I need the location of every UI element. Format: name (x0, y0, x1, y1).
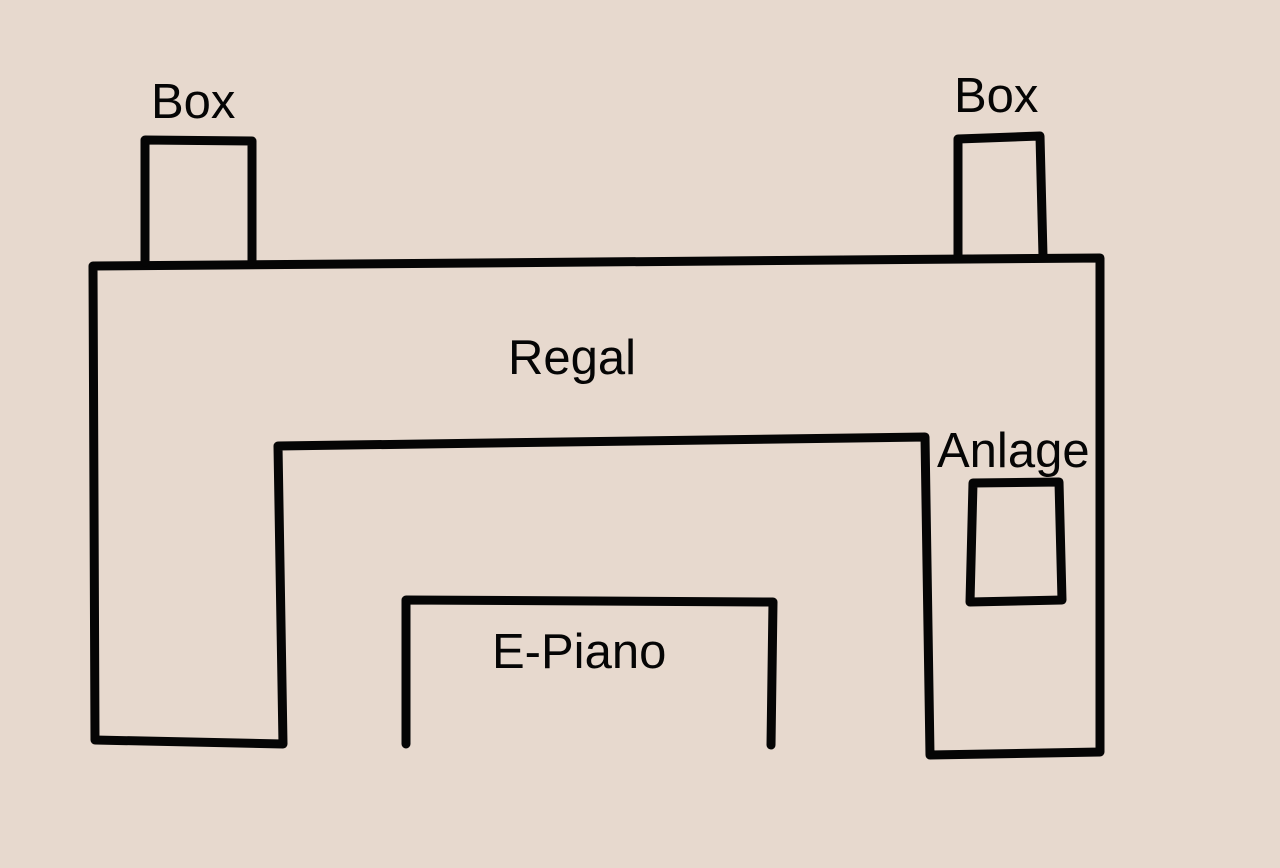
piano-label: E-Piano (492, 625, 666, 679)
shelf-label: Regal (508, 331, 636, 385)
stereo-label: Anlage (937, 424, 1090, 478)
stereo-outline (965, 477, 1067, 607)
box-left-outline (140, 135, 257, 267)
shelf-outline (88, 253, 1105, 760)
box-right-label: Box (954, 69, 1038, 123)
piano-outline (401, 595, 778, 750)
box-right-outline (953, 131, 1048, 261)
box-left-label: Box (151, 75, 235, 129)
